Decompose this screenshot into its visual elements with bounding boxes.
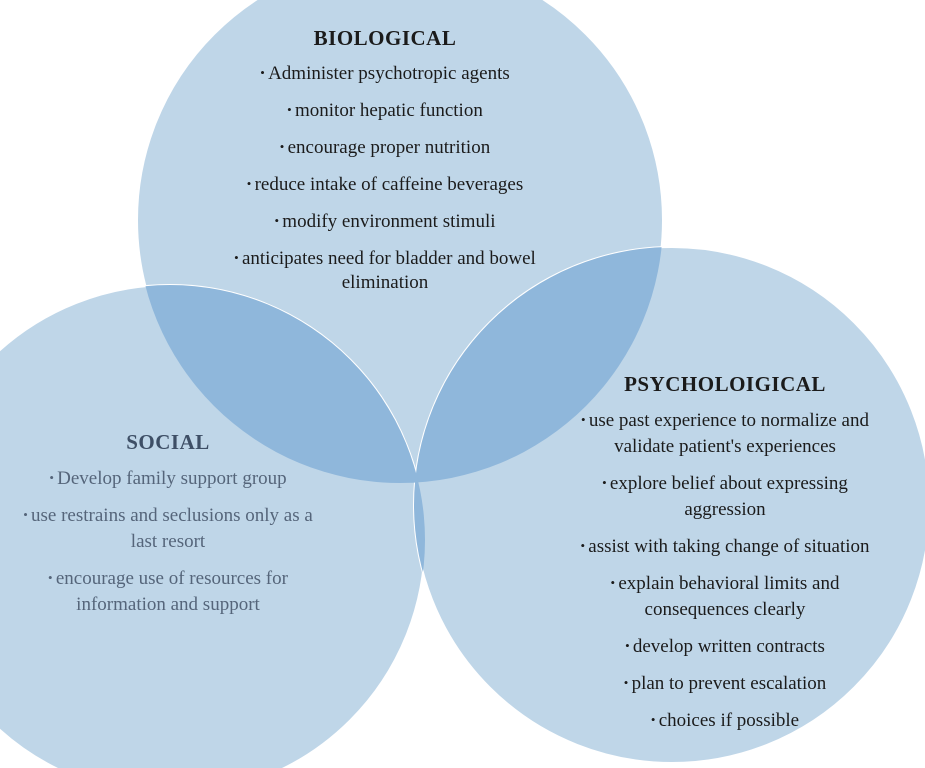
biological-item: monitor hepatic function <box>195 98 575 123</box>
biological-item: encourage proper nutrition <box>195 135 575 160</box>
biological-list: Administer psychotropic agents monitor h… <box>195 61 575 295</box>
biological-item: Administer psychotropic agents <box>195 61 575 86</box>
biological-panel: BIOLOGICAL Administer psychotropic agent… <box>195 28 575 307</box>
psychological-item: choices if possible <box>560 707 890 734</box>
biological-heading: BIOLOGICAL <box>313 26 457 50</box>
biological-social-overlap <box>137 285 425 483</box>
social-item: encourage use of resources for informati… <box>18 565 318 618</box>
biological-psychological-overlap <box>414 247 663 483</box>
social-heading: SOCIAL <box>126 430 210 454</box>
social-panel: SOCIAL Develop family support group use … <box>18 432 318 628</box>
biological-item: modify environment stimuli <box>195 209 575 234</box>
social-item: use restrains and seclusions only as a l… <box>18 502 318 555</box>
social-list: Develop family support group use restrai… <box>18 465 318 618</box>
psychological-panel: PSYCHOLOIGICAL use past experience to no… <box>560 374 890 744</box>
psychological-item: explain behavioral limits and consequenc… <box>560 570 890 623</box>
psychological-item: plan to prevent escalation <box>560 670 890 697</box>
psychological-item: explore belief about expressing aggressi… <box>560 470 890 523</box>
social-item: Develop family support group <box>18 465 318 492</box>
psychological-list: use past experience to normalize and val… <box>560 407 890 734</box>
psychological-heading: PSYCHOLOIGICAL <box>624 372 826 396</box>
biological-item: reduce intake of caffeine beverages <box>195 172 575 197</box>
psychological-item: assist with taking change of situation <box>560 533 890 560</box>
psychological-item: use past experience to normalize and val… <box>560 407 890 460</box>
psychological-item: develop written contracts <box>560 633 890 660</box>
biological-item: anticipates need for bladder and bowel e… <box>195 246 575 295</box>
